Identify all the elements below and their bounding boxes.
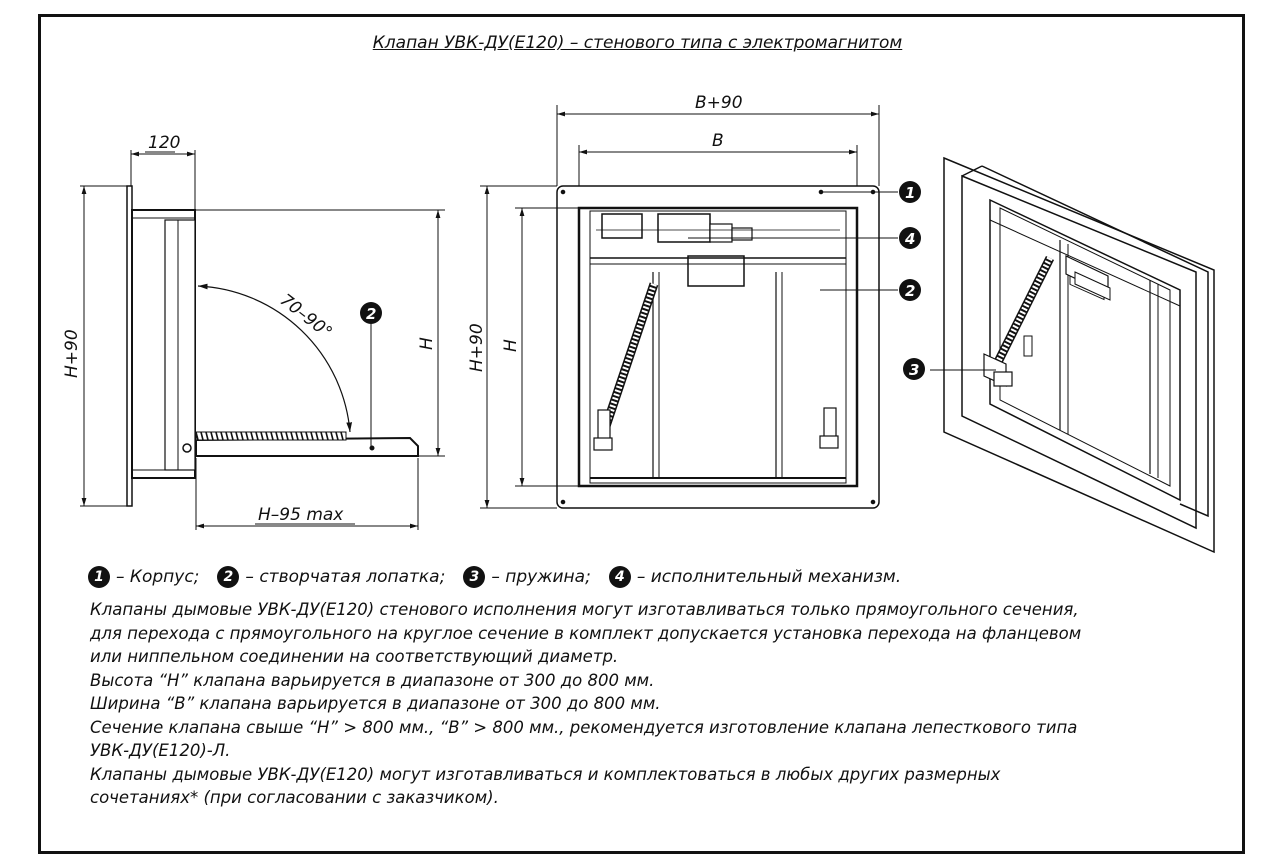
note-line: Ширина “В” клапана варьируется в диапазо… [90,694,661,713]
svg-text:4: 4 [904,230,915,248]
callout-2: 2 [899,279,921,301]
legend-badge-2: 2 [217,566,240,588]
dim-front-width-outer: B+90 [695,93,743,113]
technical-drawing: 120 70–90° H+90 H H–95 max [62,93,1215,554]
note-line: УВК-ДУ(Е120)-Л. [90,741,231,760]
note-line: Высота “Н” клапана варьируется в диапазо… [90,670,655,690]
dim-front-height-inner: H [501,339,521,352]
callout-3: 3 [903,358,925,380]
callout-1: 1 [899,181,921,203]
legend: 1 – Корпус; 2 – створчатая лопатка; 3 – … [88,566,901,588]
dim-blade-length: H–95 max [258,505,344,525]
legend-badge-4: 4 [608,566,631,588]
note-line: Клапаны дымовые УВК-ДУ(Е120) могут изгот… [90,764,1001,784]
note-line: Клапаны дымовые УВК-ДУ(Е120) стенового и… [90,600,1079,619]
side-view: 120 70–90° H+90 H H–95 max [62,133,445,530]
legend-text-1: – Корпус; [116,567,200,587]
legend-text-3: – пружина; [491,567,591,587]
legend-badge-1: 1 [88,566,110,588]
svg-text:3: 3 [909,361,919,379]
dim-front-width-inner: B [712,131,724,151]
callout-2-side: 2 [360,302,382,324]
legend-badge-3: 3 [463,566,486,588]
callout-4: 4 [899,227,921,249]
note-line: сочетаниях* (при согласовании с заказчик… [90,788,499,807]
svg-text:1: 1 [905,184,915,202]
note-line: для перехода с прямоугольного на круглое… [90,623,1082,643]
note-line: или ниппельном соединении на соответству… [90,647,619,666]
isometric-view [930,156,1215,554]
notes-block: Клапаны дымовые УВК-ДУ(Е120) стенового и… [90,598,1210,810]
dim-front-height-outer: H+90 [467,323,487,372]
svg-text:2: 2 [905,282,915,300]
dim-side-h: H [417,337,437,350]
legend-text-2: – створчатая лопатка; [245,567,446,587]
front-view: B+90 B [467,93,898,509]
note-line: Сечение клапана свыше “Н” > 800 мм., “В”… [90,717,1078,737]
legend-text-4: – исполнительный механизм. [636,567,902,587]
drawing-title: Клапан УВК-ДУ(Е120) – стенового типа с э… [372,33,903,53]
svg-text:2: 2 [366,305,376,323]
dim-side-width: 120 [148,133,180,153]
dim-side-height: H+90 [62,329,82,378]
